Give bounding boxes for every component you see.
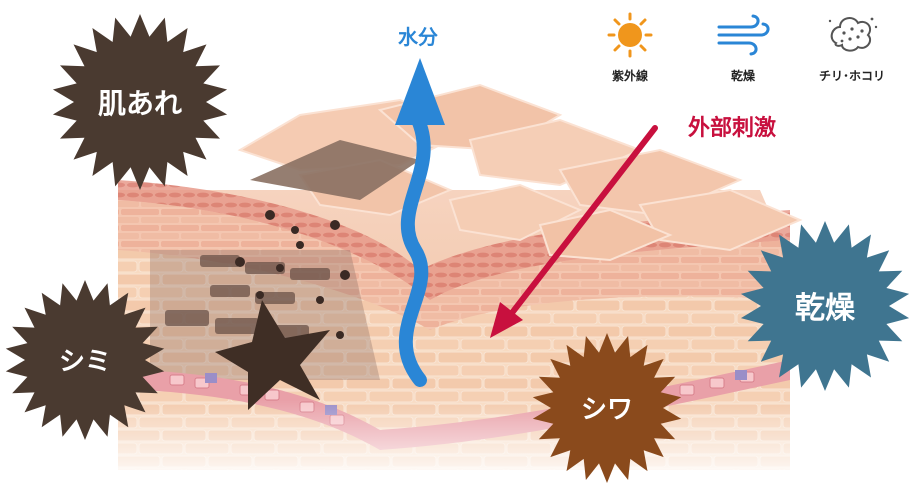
wrinkles-burst xyxy=(532,333,682,483)
dryness-label: 乾燥 xyxy=(795,291,856,326)
wind-icon xyxy=(717,14,770,56)
legend-label-uv: 紫外線 xyxy=(612,68,648,83)
skin-surface-flakes xyxy=(237,83,803,262)
external-stimulus-arrow xyxy=(490,125,658,338)
dust-icon xyxy=(828,17,878,52)
spots-burst xyxy=(5,280,165,440)
spots-label: シミ xyxy=(59,347,111,377)
legend-label-dryness: 乾燥 xyxy=(731,68,756,83)
dryness-burst xyxy=(740,221,910,391)
water-arrow xyxy=(395,58,445,387)
wrinkles-label: シワ xyxy=(581,395,633,425)
rough-skin-burst xyxy=(52,14,228,190)
spot-star-mark xyxy=(215,300,330,410)
legend-label-dust: チリ･ホコリ xyxy=(819,69,885,83)
external-stimulus-label: 外部刺激 xyxy=(688,115,776,141)
rough-skin-label: 肌あれ xyxy=(98,87,182,120)
sun-icon xyxy=(607,12,653,58)
water-label: 水分 xyxy=(398,25,438,49)
